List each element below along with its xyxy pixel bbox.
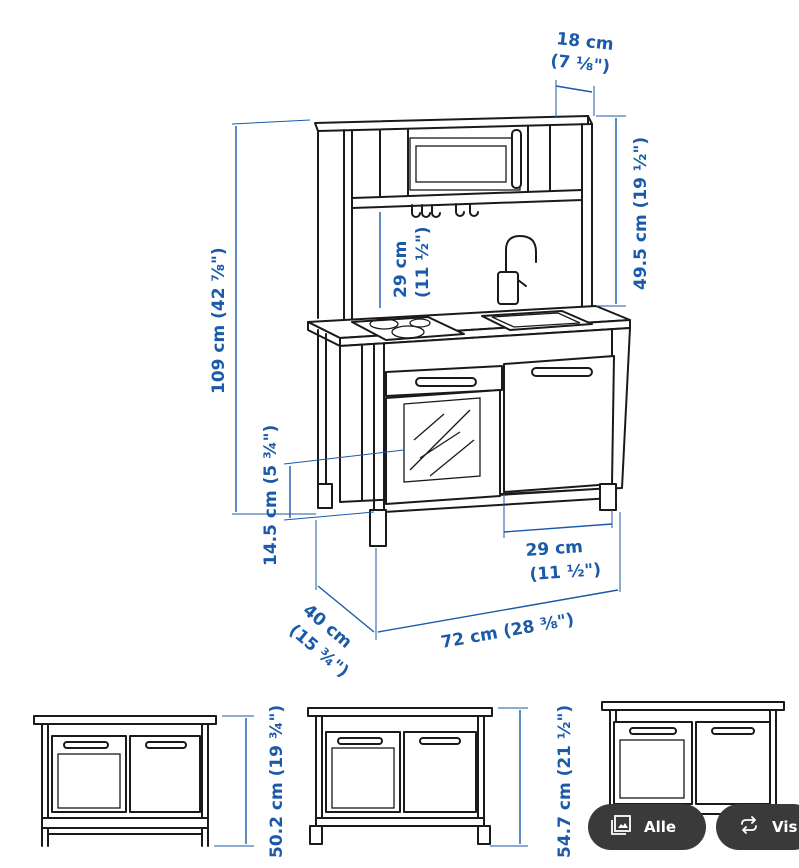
upper-height-label: 49.5 cm (19 ½") xyxy=(631,137,651,290)
view-label: Vis xyxy=(772,818,798,836)
all-images-label: Alle xyxy=(644,818,677,836)
shelf-gap-cm-label: 29 cm xyxy=(391,241,411,298)
depth-top-in-label: (7 ⅛") xyxy=(549,51,611,77)
variant-3-illustration xyxy=(601,701,785,815)
cabinet-width-in-label: (11 ½") xyxy=(529,560,602,585)
depth-top-cm-label: 18 cm xyxy=(555,29,614,55)
cabinet-width-cm-label: 29 cm xyxy=(525,537,584,561)
variant-1-height-label: 50.2 cm (19 ¾") xyxy=(267,705,287,858)
shelf-gap-in-label: (11 ½") xyxy=(413,226,433,298)
repeat-icon xyxy=(738,816,760,838)
width-label: 72 cm (28 ⅜") xyxy=(439,610,575,653)
variant-2-illustration xyxy=(307,707,528,847)
play-kitchen-illustration xyxy=(307,115,631,547)
all-images-button[interactable]: Alle xyxy=(588,804,706,850)
leg-height-label: 14.5 cm (5 ¾") xyxy=(261,425,281,566)
variant-2-height-label: 54.7 cm (21 ½") xyxy=(555,705,575,858)
total-height-label: 109 cm (42 ⅞") xyxy=(209,247,229,394)
view-button[interactable]: Vis xyxy=(716,804,799,850)
variant-1-illustration xyxy=(33,715,254,847)
dimension-lines xyxy=(231,80,626,640)
gallery-icon xyxy=(610,815,632,839)
